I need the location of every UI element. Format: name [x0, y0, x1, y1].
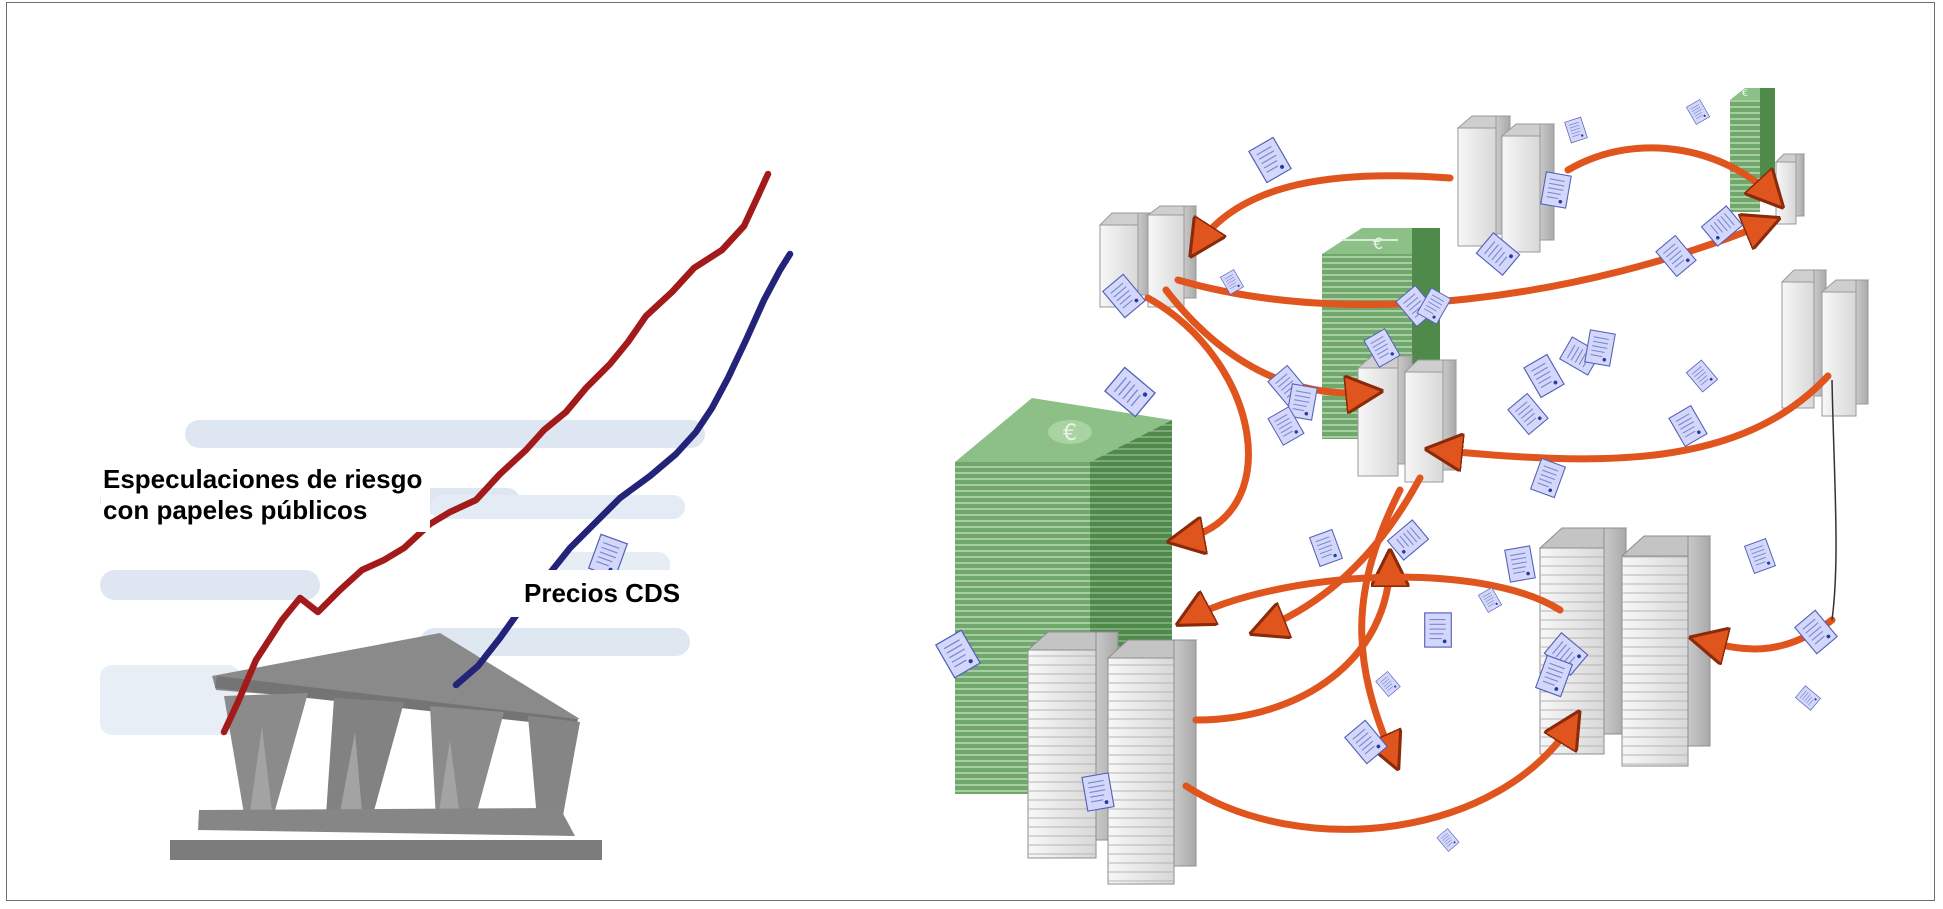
skyscraper-icon: [1620, 535, 1712, 767]
document-icon: [1478, 587, 1502, 613]
svg-text:€: €: [1063, 421, 1077, 446]
document-icon: [1686, 99, 1710, 125]
document-icon: [1685, 359, 1719, 393]
skyscraper-icon: [1356, 355, 1414, 477]
document-icon: [1744, 538, 1776, 574]
skyscraper-icon: [1026, 631, 1120, 859]
document-icon: [1655, 234, 1697, 278]
greek-temple-icon: [170, 633, 602, 860]
document-icon: [1104, 366, 1156, 418]
cds-prices-label: Precios CDS: [510, 570, 695, 617]
document-icon: [1564, 116, 1588, 144]
skyscraper-icon: [1774, 153, 1806, 225]
svg-text:€: €: [1373, 234, 1383, 253]
document-icon: [1309, 529, 1343, 567]
skyscraper-icon: [1538, 527, 1628, 755]
skyscraper-icon: [1146, 205, 1198, 308]
risk-speculation-line: [220, 170, 772, 736]
document-icon: [1424, 612, 1452, 648]
svg-text:€: €: [1742, 88, 1748, 99]
document-icon: [1436, 828, 1460, 852]
speculation-label: Especulaciones de riesgo con papeles púb…: [101, 462, 431, 532]
document-icon: [1504, 545, 1536, 583]
document-icon: [1248, 136, 1292, 184]
document-icon: [1375, 671, 1401, 697]
document-icon: [1584, 329, 1616, 367]
document-icon: [1507, 392, 1549, 436]
skyscraper-icon: [1106, 639, 1198, 885]
document-icon: [1795, 685, 1821, 711]
skyscraper-icon: [1500, 123, 1556, 253]
connector-line: [1831, 379, 1837, 621]
skyscraper-icon: [1403, 359, 1458, 483]
document-icon: [1668, 405, 1708, 447]
document-icon: [1540, 171, 1572, 209]
document-icon: [1523, 353, 1565, 399]
document-icon: [1081, 772, 1115, 812]
document-icon: [1530, 457, 1566, 499]
skyscraper-icon: [1820, 279, 1870, 417]
greek-flag-backdrop: [100, 420, 705, 735]
cds-price-line: [452, 250, 794, 689]
